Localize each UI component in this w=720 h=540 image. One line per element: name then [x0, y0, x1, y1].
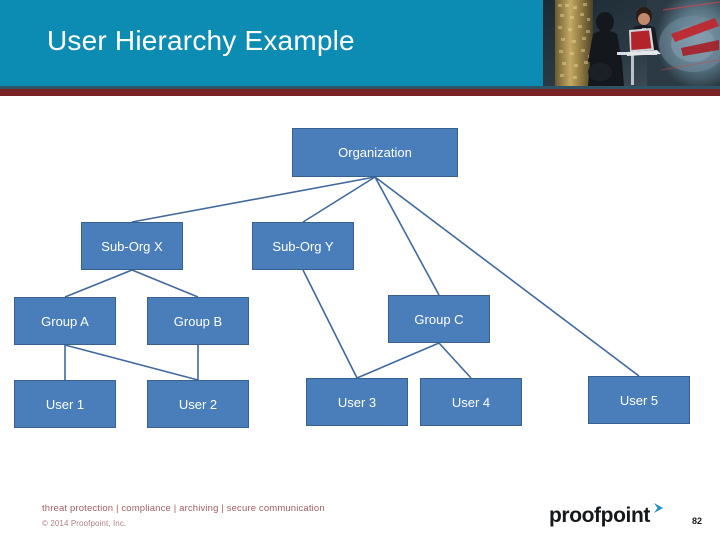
node-label: User 3 — [337, 394, 377, 410]
proofpoint-logo: proofpoint — [549, 503, 666, 527]
node-label: User 2 — [178, 396, 218, 412]
node-usr3[interactable]: User 3 — [306, 378, 408, 426]
node-label: User 5 — [619, 392, 659, 408]
connector-org-to-suby — [302, 176, 376, 223]
connector-grpc-to-usr3 — [356, 342, 440, 379]
node-label: User 1 — [45, 396, 85, 412]
footer-tagline: threat protection | compliance | archivi… — [42, 503, 325, 514]
connector-subx-to-grpa — [64, 269, 133, 298]
page-title: User Hierarchy Example — [47, 25, 355, 56]
node-usr2[interactable]: User 2 — [147, 380, 249, 428]
node-usr1[interactable]: User 1 — [14, 380, 116, 428]
node-label: Group C — [414, 311, 464, 327]
node-grpb[interactable]: Group B — [147, 297, 249, 345]
header-rule-maroon — [0, 89, 720, 96]
connector-org-to-subx — [131, 176, 376, 223]
node-label: Organization — [338, 145, 412, 160]
node-grpc[interactable]: Group C — [388, 295, 490, 343]
connector-org-to-usr5 — [374, 176, 640, 377]
node-label: Group B — [173, 313, 223, 329]
connector-grpa-to-usr2 — [64, 344, 199, 381]
connector-org-to-grpc — [374, 176, 440, 296]
connector-subx-to-grpb — [131, 269, 199, 298]
connector-suby-to-usr3 — [302, 269, 358, 379]
connector-grpc-to-usr4 — [438, 342, 472, 379]
connector-lines — [64, 176, 640, 381]
footer-copyright: © 2014 Proofpoint, Inc. — [42, 519, 127, 528]
page-number: 82 — [692, 516, 703, 526]
node-label: Sub-Org Y — [272, 238, 334, 254]
node-label: Group A — [41, 313, 89, 329]
chevron-right-icon — [652, 501, 666, 520]
header-rule-dark — [0, 86, 720, 89]
node-label: Sub-Org X — [101, 238, 163, 254]
node-subx[interactable]: Sub-Org X — [81, 222, 183, 270]
node-label: User 4 — [451, 394, 491, 410]
header-photo — [543, 0, 720, 86]
node-usr5[interactable]: User 5 — [588, 376, 690, 424]
node-suby[interactable]: Sub-Org Y — [252, 222, 354, 270]
node-org[interactable]: Organization — [292, 128, 458, 177]
node-grpa[interactable]: Group A — [14, 297, 116, 345]
logo-wordmark: proofpoint — [549, 504, 650, 527]
node-usr4[interactable]: User 4 — [420, 378, 522, 426]
